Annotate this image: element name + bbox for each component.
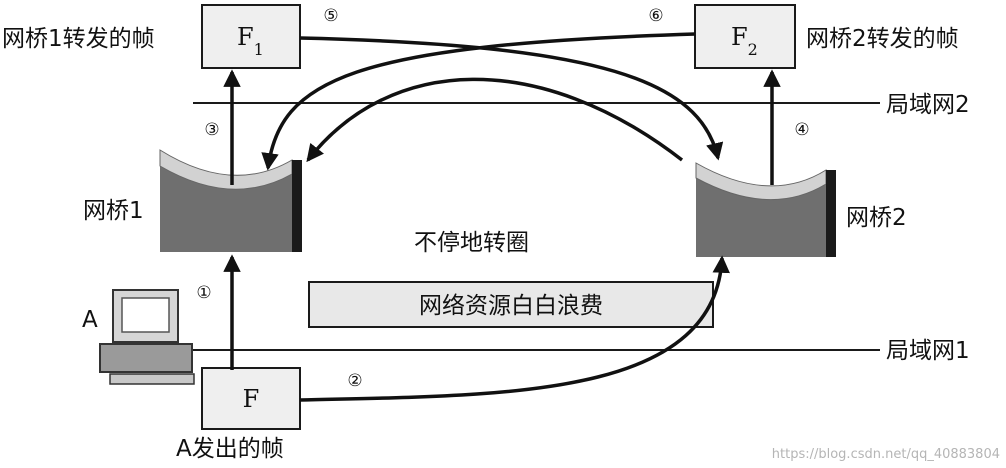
step5-marker: ⑤ [323, 6, 338, 26]
frame-f1-box [201, 4, 301, 69]
bridge2-icon [695, 162, 836, 257]
bridge2-forward-label: 网桥2转发的帧 [806, 26, 959, 52]
arrow-step5 [299, 36, 724, 161]
frame-f-box [201, 367, 301, 430]
computer-icon [99, 289, 195, 385]
bridge2-side [826, 170, 836, 257]
bridge1-forward-label: 网桥1转发的帧 [2, 26, 155, 52]
step2-marker: ② [347, 371, 362, 391]
step3-number: ③ [204, 120, 219, 140]
loop-label: 不停地转圈 [414, 230, 529, 256]
arrow-step6-inner [306, 77, 684, 163]
step1-number: ① [196, 283, 211, 303]
arrow-step6-outer [261, 32, 696, 171]
step3-marker: ③ [204, 120, 219, 140]
watermark-text: https://blog.csdn.net/qq_40883804 [772, 447, 1000, 462]
bridge1-icon [159, 149, 302, 252]
computer-keyboard [109, 373, 195, 385]
computer-base [99, 343, 193, 373]
step6-number: ⑥ [648, 6, 663, 26]
frame-f2-label: F2 [731, 23, 758, 59]
lan2-label: 局域网2 [886, 92, 970, 118]
step2-number: ② [347, 371, 362, 391]
step4-marker: ④ [794, 120, 809, 140]
bridge2-label: 网桥2 [846, 205, 907, 231]
waste-box [308, 281, 714, 328]
host-label: A [82, 307, 98, 333]
arrow-step2 [299, 255, 730, 402]
waste-label: 网络资源白白浪费 [419, 293, 603, 319]
host-frame-label: A发出的帧 [176, 436, 284, 462]
frame-f2-box [694, 4, 796, 69]
bridge1-label: 网桥1 [83, 198, 144, 224]
frame-f1-label: F1 [237, 23, 264, 59]
lan1-label: 局域网1 [886, 338, 970, 364]
step5-number: ⑤ [323, 6, 338, 26]
step4-number: ④ [794, 120, 809, 140]
step6-marker: ⑥ [648, 6, 663, 26]
frame-f-label: F [243, 385, 260, 413]
bridge1-side [292, 160, 302, 252]
step1-marker: ① [196, 283, 211, 303]
computer-screen [121, 297, 170, 333]
